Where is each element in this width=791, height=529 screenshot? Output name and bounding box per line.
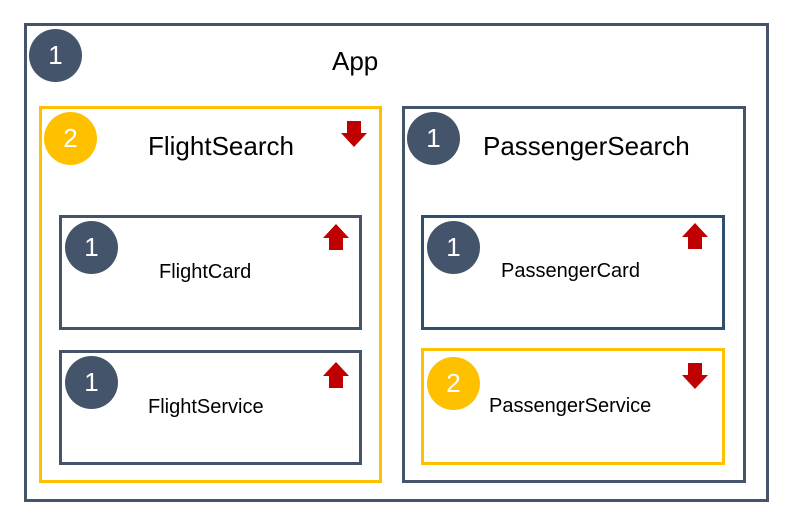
up-arrow-icon xyxy=(682,223,708,249)
down-arrow-icon xyxy=(682,363,708,389)
flight-service-badge: 1 xyxy=(65,356,118,409)
flight-service-label: FlightService xyxy=(148,396,264,418)
app-label: App xyxy=(332,46,379,76)
app-badge: 1 xyxy=(29,29,82,82)
passenger-service-badge: 2 xyxy=(427,357,480,410)
passenger-card-badge: 1 xyxy=(427,221,480,274)
flight-search-label: FlightSearch xyxy=(148,131,294,161)
flight-card-badge: 1 xyxy=(65,221,118,274)
down-arrow-icon xyxy=(341,121,367,147)
up-arrow-icon xyxy=(323,362,349,388)
passenger-service-label: PassengerService xyxy=(489,395,652,417)
up-arrow-icon xyxy=(323,224,349,250)
passenger-card-label: PassengerCard xyxy=(501,260,640,282)
passenger-search-badge: 1 xyxy=(407,112,460,165)
flight-search-badge: 2 xyxy=(44,112,97,165)
passenger-search-label: PassengerSearch xyxy=(483,131,690,161)
flight-card-label: FlightCard xyxy=(159,261,252,283)
